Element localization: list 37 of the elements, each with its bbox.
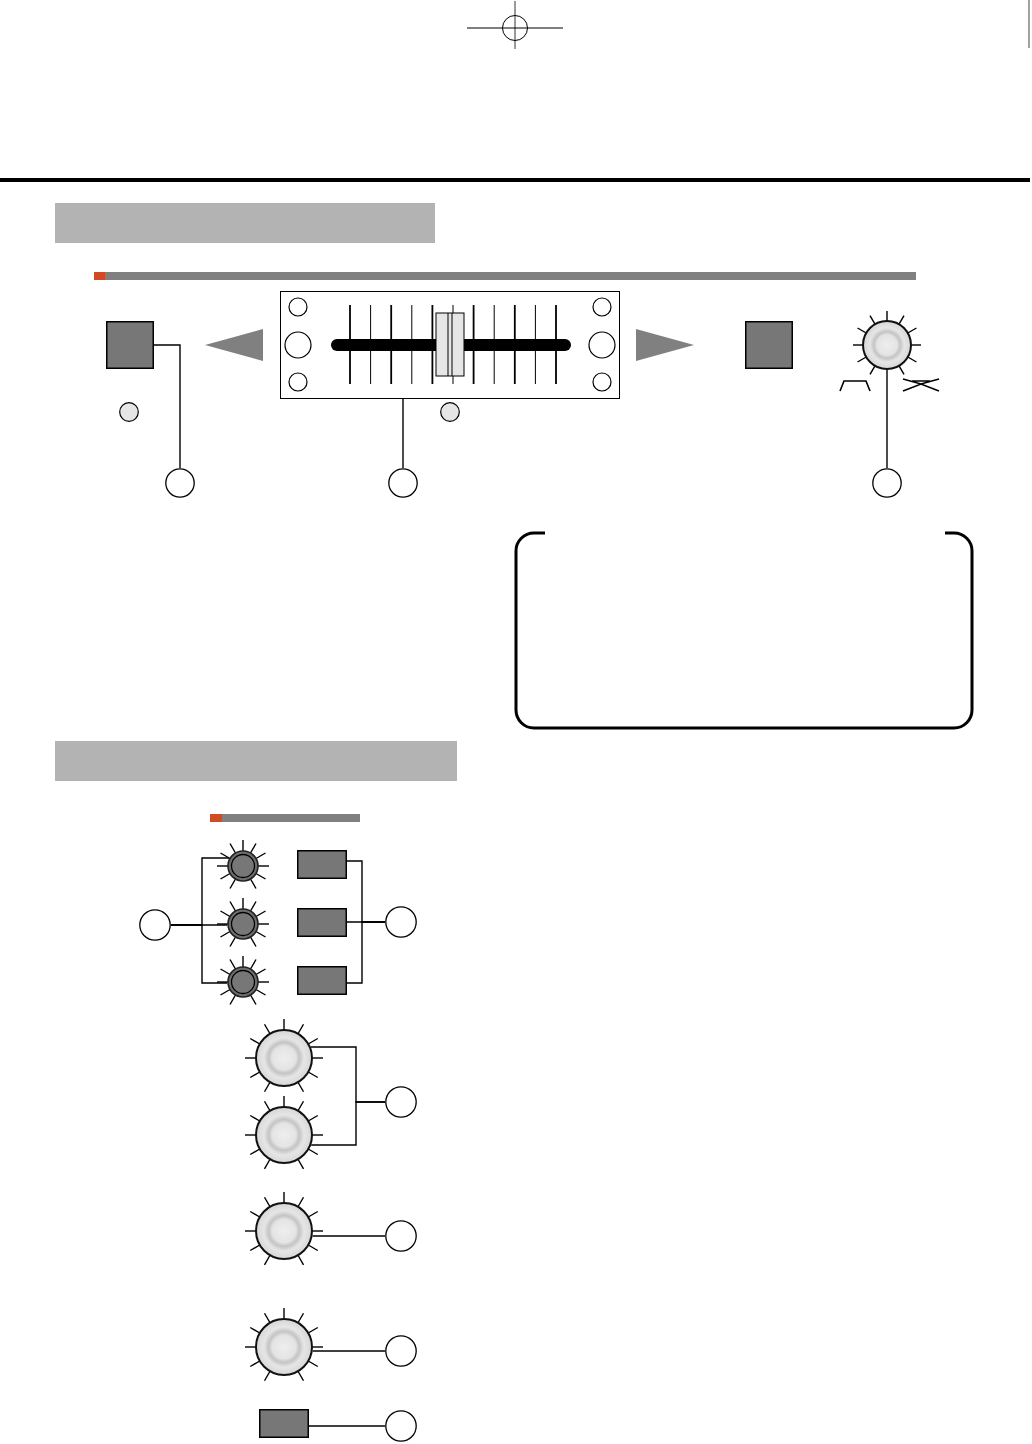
small-knob <box>227 850 259 882</box>
leader-line <box>308 1425 386 1427</box>
callout-circle <box>872 468 902 498</box>
callout-circle <box>385 1410 417 1442</box>
direction-triangle <box>205 329 263 361</box>
direction-triangle <box>636 329 694 361</box>
push-button <box>297 850 347 879</box>
leader-line <box>311 1235 386 1237</box>
leader-line <box>402 398 404 469</box>
leader-line <box>886 369 888 469</box>
push-button <box>259 1409 309 1438</box>
leader-line <box>153 344 181 469</box>
callout-circle <box>165 468 195 498</box>
heading-band <box>55 741 457 781</box>
rounded-frame <box>514 531 974 731</box>
push-button <box>106 321 154 369</box>
rotary-knob <box>255 1029 313 1087</box>
callout-circle <box>385 1220 417 1252</box>
callout-circle <box>385 906 417 938</box>
leader-line <box>310 1101 386 1146</box>
leader-line <box>170 924 228 984</box>
push-button <box>745 321 793 369</box>
callout-circle <box>385 1335 417 1367</box>
callout-circle <box>139 909 171 941</box>
rotary-knob <box>255 1318 313 1376</box>
leader-line <box>346 921 386 984</box>
callout-circle <box>385 1086 417 1118</box>
callout-circle <box>388 468 418 498</box>
push-button <box>297 908 347 937</box>
push-button <box>297 966 347 995</box>
small-knob <box>227 966 259 998</box>
rotary-knob <box>255 1202 313 1260</box>
leader-line <box>312 1350 386 1352</box>
heading-band <box>55 203 435 243</box>
rotary-knob <box>255 1106 313 1164</box>
rotary-knob <box>862 320 912 370</box>
small-knob <box>227 908 259 940</box>
